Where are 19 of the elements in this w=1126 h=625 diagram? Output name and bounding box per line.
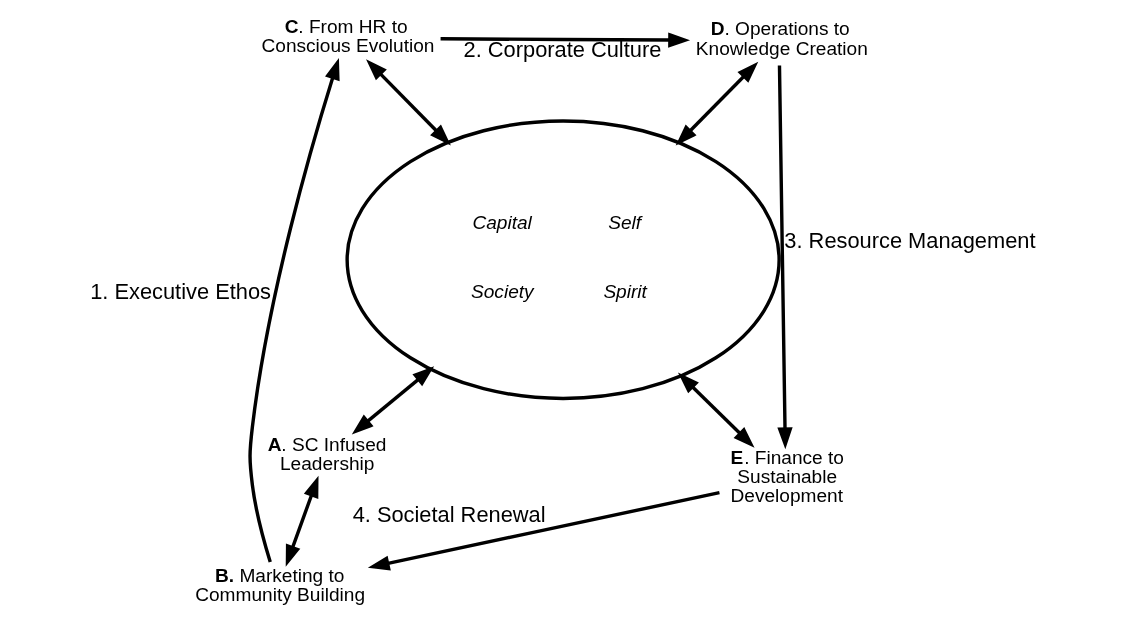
edge-label: 3. Resource Management	[784, 227, 1036, 253]
node-text: E. Finance to Sustainable Development	[730, 446, 844, 506]
arrow	[285, 475, 319, 567]
arrow	[367, 490, 720, 571]
node-ellipse: Capital Self Society Spirit	[345, 119, 781, 401]
node-text: A. SC Infused Leadership	[267, 433, 387, 474]
arrow	[440, 32, 691, 48]
arrow	[677, 372, 755, 448]
edge-label: 2. Corporate Culture	[463, 36, 662, 62]
node-text: D. Operations to Knowledge Creation	[695, 18, 868, 59]
edge-label: 1. Executive Ethos	[90, 278, 271, 304]
arrow	[351, 366, 435, 435]
node-text: B. Marketing to Community Building	[195, 564, 366, 605]
arrow	[777, 65, 793, 450]
arrow	[366, 59, 451, 146]
arrow	[248, 57, 340, 563]
arrow	[675, 61, 759, 146]
edge-label: 4. Societal Renewal	[352, 502, 546, 528]
node-text: C. From HR to Conscious Evolution	[261, 16, 435, 57]
